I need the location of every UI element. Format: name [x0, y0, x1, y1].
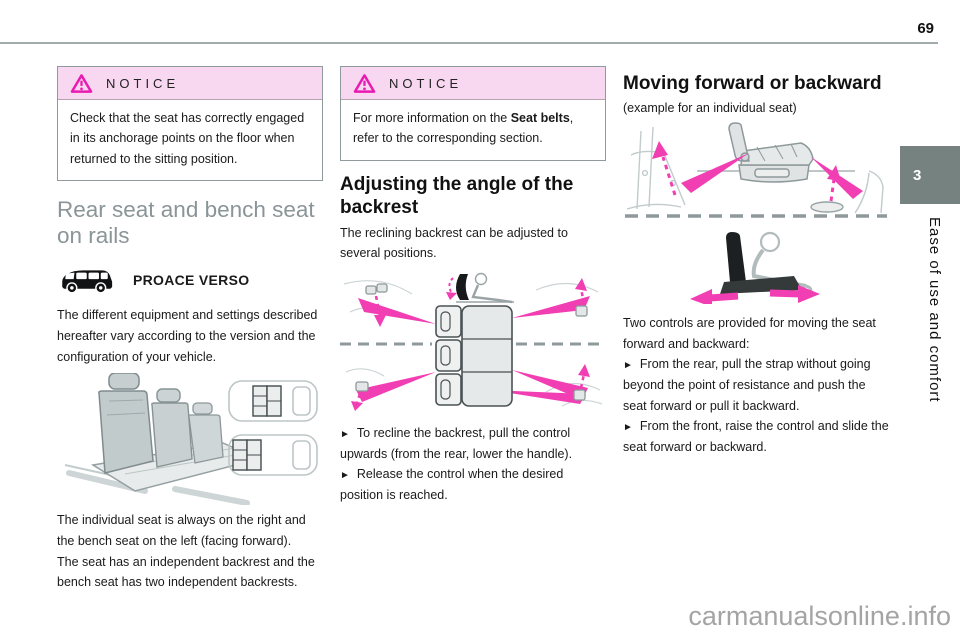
middle-intro-text: The reclining backrest can be adjusted t… [340, 225, 568, 261]
right-subtitle: (example for an individual seat) [623, 101, 797, 116]
bullet-marker: ► [340, 429, 350, 441]
right-bullet-2: ►From the front, raise the control and s… [623, 416, 889, 457]
bullet-marker: ► [340, 470, 350, 482]
van-icon [62, 270, 113, 294]
notice-title: NOTICE [389, 75, 463, 91]
move-seat-illustration [625, 122, 887, 218]
seat-slide-pictogram [690, 232, 820, 308]
column-right: Moving forward or backward (example for … [623, 66, 889, 458]
notice-body-bold: Seat belts [510, 111, 570, 125]
bullet-text: To recline the backrest, pull the contro… [340, 426, 573, 461]
move-seat-figure [623, 121, 889, 224]
notice-box-seat-belts: NOTICE For more information on the Seat … [340, 66, 606, 161]
notice-box-seat-engagement: NOTICE Check that the seat has correctly… [57, 66, 323, 181]
recline-pictogram [446, 272, 514, 304]
right-bullet-1: ►From the rear, pull the strap without g… [623, 354, 889, 416]
section-title-rear-seat: Rear seat and bench seat on rails [57, 196, 315, 249]
middle-bullet-2: ►Release the control when the desired po… [340, 464, 606, 505]
notice-title: NOTICE [106, 75, 180, 91]
page-number: 69 [917, 20, 934, 37]
backrest-adjustment-figure [340, 270, 606, 417]
bullet-text: From the rear, pull the strap without go… [623, 357, 871, 413]
header-rule [0, 42, 938, 44]
left-paragraph-2: The seat has an independent backrest and… [57, 554, 315, 590]
chapter-tab-number: 3 [913, 166, 922, 184]
model-badge-row: PROACE VERSO [57, 265, 323, 295]
notice-body: For more information on the Seat belts, … [341, 100, 605, 160]
right-intro-text: Two controls are provided for moving the… [623, 316, 876, 351]
section-title-moving: Moving forward or backward [623, 73, 882, 94]
slide-pictogram-figure [623, 230, 889, 309]
rear-seats-illustration [64, 372, 318, 507]
column-left: NOTICE Check that the seat has correctly… [57, 66, 323, 593]
left-intro-text: The different equipment and settings des… [57, 308, 318, 364]
middle-bullet-1: ►To recline the backrest, pull the contr… [340, 423, 606, 464]
notice-header: NOTICE [58, 67, 322, 100]
chapter-tab: 3 [900, 146, 960, 204]
bullet-text: From the front, raise the control and sl… [623, 419, 889, 454]
column-middle: NOTICE For more information on the Seat … [340, 66, 606, 506]
model-badge-label: PROACE VERSO [133, 272, 250, 289]
backrest-adjustment-illustration [340, 272, 606, 412]
notice-header: NOTICE [341, 67, 605, 100]
notice-body: Check that the seat has correctly engage… [70, 111, 305, 166]
notice-body-prefix: For more information on the [353, 111, 511, 125]
notice-body-suffix: , refer to the corresponding section. [353, 111, 574, 146]
bullet-marker: ► [623, 422, 633, 434]
watermark-link[interactable]: carmanualsonline.info [688, 601, 951, 631]
bullet-marker: ► [623, 360, 633, 372]
warning-triangle-icon [353, 73, 376, 93]
left-paragraph-1: The individual seat is always on the rig… [57, 513, 306, 548]
warning-triangle-icon [70, 73, 93, 93]
section-title-adjusting-backrest: Adjusting the angle of the backrest [340, 173, 574, 218]
bullet-text: Release the control when the desired pos… [340, 467, 564, 502]
seat-layout-top-view [228, 380, 318, 477]
chapter-label: Ease of use and comfort [926, 217, 943, 403]
rear-seats-figure [57, 372, 323, 510]
